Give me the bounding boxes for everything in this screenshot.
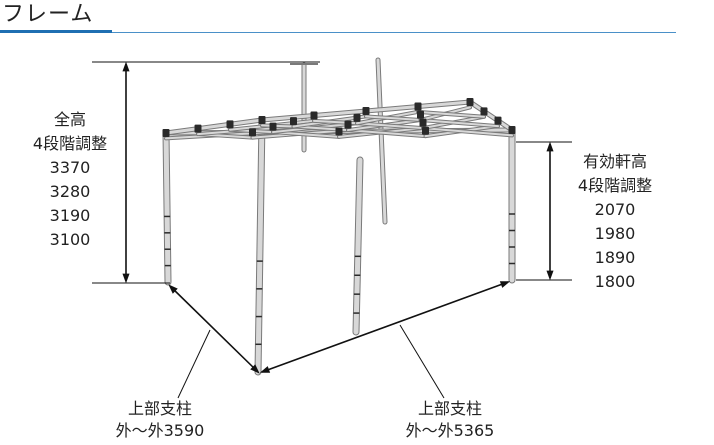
roof-joint-2-0 (335, 127, 343, 136)
width-span-dimension-arrow-1 (499, 281, 511, 288)
section-title: フレーム (2, 2, 94, 27)
roof-joint-3-3 (414, 102, 422, 111)
scissor-b-2-1 (356, 122, 424, 130)
depth-span-title: 上部支柱 (127, 399, 192, 418)
eave-height-dimension-arrow-1 (546, 270, 554, 281)
leg-middle (353, 157, 363, 335)
eave-height-value-3: 1890 (594, 248, 636, 267)
roof-joint-4-0 (508, 126, 516, 134)
width-span-title: 上部支柱 (417, 399, 482, 418)
roof-joint-1-1 (269, 122, 277, 131)
total-height-value-1: 3370 (49, 158, 91, 177)
scissor-b-2-0 (347, 129, 427, 138)
roof-left-edge (164, 118, 264, 135)
roof-joint-3-0 (422, 126, 429, 135)
width-span-leader (399, 324, 445, 399)
total-height-value-3: 3190 (49, 206, 91, 225)
roof-joint-4-1 (494, 116, 502, 125)
roof-joint-4-3 (466, 98, 474, 106)
roof-joint-2-2 (353, 113, 361, 122)
dimension-lines (92, 61, 572, 399)
depth-span-dimension (169, 285, 259, 373)
roof-joint-0-2 (226, 120, 234, 129)
roof-joint-3-1 (419, 118, 427, 127)
depth-span-value: 外～外3590 (115, 421, 205, 440)
roof-joint-1-2 (290, 117, 297, 126)
width-span-label: 上部支柱 外～外5365 (390, 398, 510, 442)
scissor-b-0-2 (261, 124, 295, 128)
leg-front-left (163, 130, 171, 285)
roof-joint-0-0 (162, 129, 170, 137)
eave-height-dimension-arrow-0 (546, 141, 554, 152)
eave-height-title: 有効軒高 (582, 152, 647, 171)
eave-height-value-1: 2070 (594, 200, 636, 219)
roof-joint-0-3 (258, 116, 266, 124)
roof-joint-1-3 (310, 111, 318, 120)
width-span-dimension-arrow-0 (259, 366, 271, 373)
depth-span-dimension-arrow-1 (250, 364, 260, 374)
total-height-label: 全高 4段階調整 3370 3280 3190 3100 (20, 108, 120, 252)
total-height-adjust: 4段階調整 (32, 134, 108, 153)
total-height-value-4: 3100 (49, 230, 91, 249)
roof-joint-4-2 (480, 107, 488, 116)
width-span-value: 外～外5365 (405, 421, 495, 440)
center-pole-right (376, 58, 387, 224)
scissor-b-3-2 (417, 110, 485, 118)
roof-joint-3-2 (417, 110, 424, 119)
depth-span-label: 上部支柱 外～外3590 (100, 398, 220, 442)
depth-span-leader (177, 329, 211, 399)
depth-span-dimension-arrow-0 (168, 284, 178, 294)
total-height-title: 全高 (53, 110, 86, 129)
roof-joint-0-1 (194, 124, 202, 133)
frame-drawing (162, 57, 516, 376)
eave-height-value-2: 1980 (594, 224, 636, 243)
eave-height-value-4: 1800 (594, 272, 636, 291)
total-height-dimension-arrow-1 (122, 273, 130, 284)
roof-joint-2-3 (362, 107, 370, 115)
roof-joint-1-0 (249, 128, 256, 137)
title-accent (0, 30, 112, 33)
scissor-b-3-1 (419, 118, 499, 128)
eave-height-label: 有効軒高 4段階調整 2070 1980 1890 1800 (560, 150, 670, 294)
total-height-value-2: 3280 (49, 182, 91, 201)
roof-right-edge (468, 100, 514, 132)
scissor-b-3-0 (422, 127, 513, 137)
scissor-b-2-2 (365, 115, 422, 121)
leg-front-center (255, 117, 265, 375)
eave-height-adjust: 4段階調整 (577, 176, 653, 195)
width-span-dimension (261, 281, 509, 373)
title-rule (0, 32, 676, 33)
roof-joint-2-1 (344, 120, 352, 129)
total-height-dimension-arrow-0 (122, 61, 130, 72)
